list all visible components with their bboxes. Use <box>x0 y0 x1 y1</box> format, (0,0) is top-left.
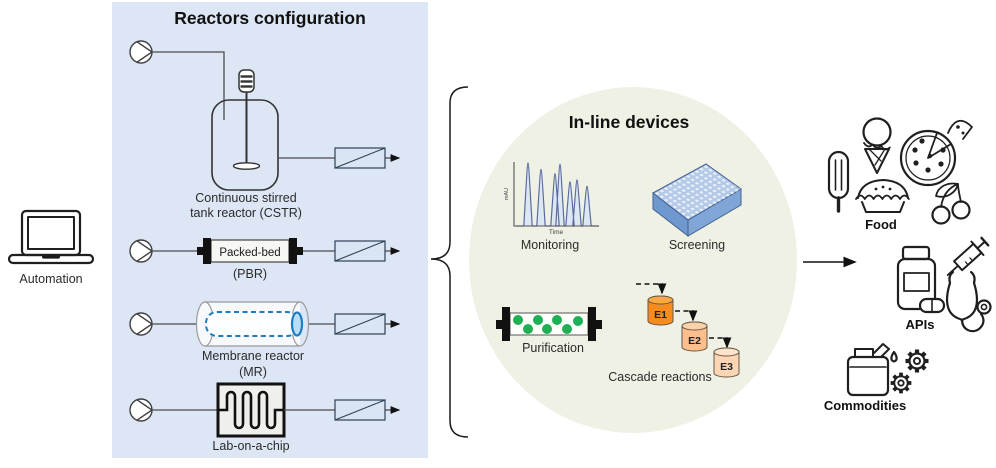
food-label: Food <box>865 217 897 232</box>
chart-axes <box>513 162 599 227</box>
jerry-can-icon <box>846 343 890 397</box>
reactors-panel-title: Reactors configuration <box>174 8 366 28</box>
cstr-label-line1: Continuous stirred <box>195 191 296 205</box>
back-pressure-regulator-icon <box>334 399 386 421</box>
cherries-icon <box>931 182 971 225</box>
pbr-inner-label: Packed-bed <box>219 247 280 259</box>
oil-drop-icon <box>890 350 898 363</box>
inline-devices-title: In-line devices <box>569 112 690 132</box>
back-pressure-regulator-icon <box>334 147 386 169</box>
cascade-step-e2: E2 <box>681 321 708 352</box>
laptop-icon <box>7 209 95 265</box>
chromatogram-icon: mAU Time <box>504 162 599 236</box>
serpentine-channel <box>218 390 284 430</box>
automation-block: Automation <box>7 209 95 286</box>
cascade-step-label: E2 <box>688 335 701 347</box>
pill-bottle-icon <box>896 245 937 311</box>
popsicle-icon <box>827 150 850 213</box>
automation-label: Automation <box>19 272 82 286</box>
resin-beads <box>513 315 583 334</box>
pump-icon <box>129 398 153 422</box>
chart-ylabel: mAU <box>504 188 510 200</box>
pump-icon <box>129 40 153 64</box>
syringe-icon <box>946 236 990 276</box>
pump-icon <box>129 312 153 336</box>
packed-bed-icon: Packed-bed <box>197 238 303 264</box>
mr-label-line1: Membrane reactor <box>202 349 304 363</box>
curly-brace <box>430 86 469 438</box>
cascade-label: Cascade reactions <box>608 370 712 384</box>
gear-icon <box>888 370 914 396</box>
chromatogram-trace <box>516 162 599 227</box>
cascade-arrow <box>675 310 698 322</box>
commodities-group: Commodities <box>824 343 929 413</box>
membrane-reactor-icon <box>195 301 310 347</box>
cstr-icon <box>211 69 279 191</box>
back-pressure-regulator-icon <box>334 313 386 335</box>
pbr-label: (PBR) <box>233 267 267 281</box>
cascade-step-e3: E3 <box>713 347 740 378</box>
reactors-panel <box>112 2 428 458</box>
stethoscope-icon <box>945 270 992 333</box>
flow-line <box>152 51 225 120</box>
well-grid <box>653 164 741 220</box>
cstr-label-line2: tank reactor (CSTR) <box>190 206 302 220</box>
screening-label: Screening <box>669 238 725 252</box>
pizza-icon <box>899 119 973 187</box>
reactor-row-chip: Lab-on-a-chip <box>129 382 401 453</box>
reactor-row-cstr: Continuous stirred tank reactor (CSTR) <box>129 40 401 220</box>
cascade-arrow <box>709 337 732 349</box>
commodities-label: Commodities <box>824 398 906 413</box>
apis-group: APIs <box>896 236 992 333</box>
pie-icon <box>855 179 910 213</box>
cascade-step-e1: E1 <box>647 295 674 326</box>
capsule-icon <box>918 297 946 314</box>
reactor-row-pbr: Packed-bed (PBR) <box>129 238 401 281</box>
ice-cream-icon <box>862 117 892 174</box>
pump-icon <box>129 239 153 263</box>
mr-label-line2: (MR) <box>239 365 267 379</box>
food-group: Food <box>827 117 973 232</box>
chart-xlabel: Time <box>549 229 564 236</box>
cascade-arrow <box>636 283 667 295</box>
gear-icon <box>906 350 929 373</box>
apis-label: APIs <box>906 317 935 332</box>
impeller <box>232 162 261 170</box>
membrane-tube <box>205 311 299 337</box>
back-pressure-regulator-icon <box>334 240 386 262</box>
monitoring-label: Monitoring <box>521 238 579 252</box>
packed-column-icon <box>496 307 602 341</box>
well-plate-icon <box>652 163 742 238</box>
cascade-step-label: E1 <box>654 309 667 321</box>
chip-label: Lab-on-a-chip <box>212 439 289 453</box>
enzyme-cascade-icon: E1 E2 E3 <box>636 283 740 378</box>
purification-label: Purification <box>522 341 584 355</box>
lab-on-a-chip-icon <box>216 382 286 438</box>
reactor-row-mr: Membrane reactor (MR) <box>129 301 401 379</box>
cascade-step-label: E3 <box>720 361 733 373</box>
